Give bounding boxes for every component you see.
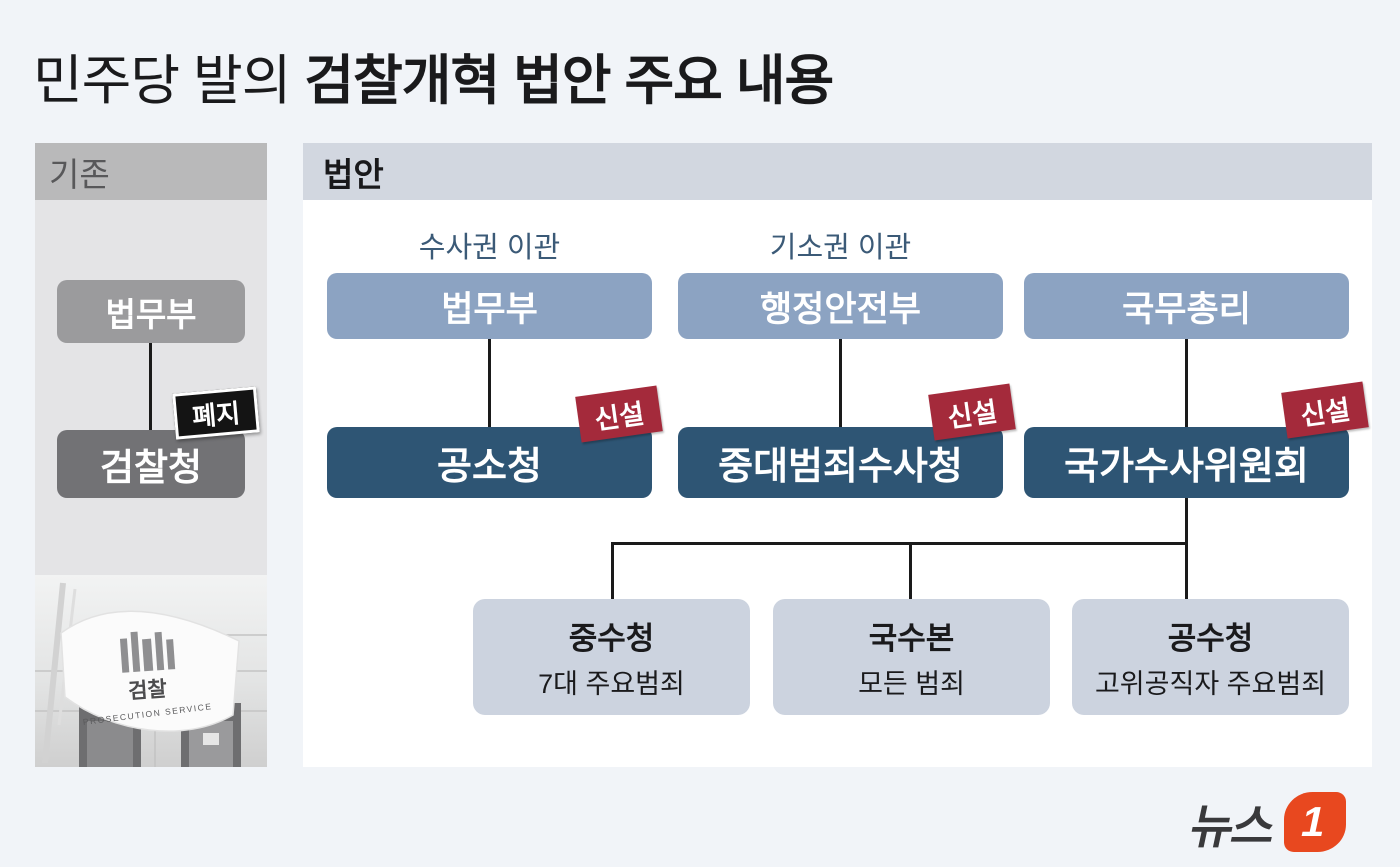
parent-org-box-interior: 행정안전부 [678,273,1003,339]
existing-child-org-box: 검찰청 [57,430,245,498]
new-org-box-national-investigation-committee: 국가수사위원회 [1024,427,1349,498]
page-title-emphasis: 검찰개혁 법안 주요 내용 [304,51,834,111]
existing-parent-org-box: 법무부 [57,280,245,343]
connector-line [611,542,614,599]
connector-line [488,339,491,427]
new-org-label-gongsocheong: 공소청 [437,446,542,488]
connector-line [1185,498,1188,599]
sub-org-box-gongsucheong: 공수청 고위공직자 주요범죄 [1072,599,1349,715]
new-stamp-label: 신설 [1298,394,1353,431]
news1-logo-text: 뉴스 [1185,799,1280,853]
flag-korean-label: 검찰 [127,678,167,704]
transfer-label-prosecution: 기소권 이관 [769,232,912,264]
connector-line [839,339,842,427]
connector-line [909,542,912,599]
existing-child-org-label: 검찰청 [99,447,203,488]
news1-logo: 뉴스 1 [1186,790,1347,854]
prosecution-flag-illustration: 검찰 PROSECUTION SERVICE [35,575,267,767]
sub-org-scope: 고위공직자 주요범죄 [1094,669,1327,699]
page-title: 민주당 발의 검찰개혁 법안 주요 내용 [33,36,834,115]
news1-logo-badge: 1 [1284,792,1347,852]
sub-org-name: 중수청 [568,621,655,656]
abolish-stamp-label: 폐지 [190,397,242,432]
news1-logo-number: 1 [1296,798,1331,845]
sub-org-box-jungsucheong: 중수청 7대 주요범죄 [473,599,750,715]
sub-org-name: 공수청 [1167,621,1254,656]
parent-org-box-prime-minister: 국무총리 [1024,273,1349,339]
abolish-stamp-badge: 폐지 [172,386,260,440]
new-org-label-national-investigation-committee: 국가수사위원회 [1064,446,1309,488]
bill-section-header: 법안 [303,143,1372,200]
parent-org-label-justice: 법무부 [441,289,538,329]
parent-org-box-justice: 법무부 [327,273,652,339]
parent-org-label-prime-minister: 국무총리 [1122,289,1251,329]
connector-line [1185,339,1188,427]
prosecution-flag-photo: 검찰 PROSECUTION SERVICE [35,575,267,767]
existing-section-header: 기존 [35,143,267,200]
connector-line [611,542,1188,545]
page-title-prefix: 민주당 발의 [33,51,305,111]
existing-section-label: 기존 [49,155,110,193]
parent-org-label-interior: 행정안전부 [759,289,921,329]
sub-org-scope: 7대 주요범죄 [538,669,685,699]
new-stamp-label: 신설 [945,396,1000,433]
new-stamp-label: 신설 [592,398,647,435]
sub-org-box-guksubon: 국수본 모든 범죄 [773,599,1050,715]
new-org-box-gongsocheong: 공소청 [327,427,652,498]
transfer-label-investigation: 수사권 이관 [418,232,561,264]
connector-line [149,343,152,430]
new-org-label-serious-crimes: 중대범죄수사청 [718,446,963,488]
new-org-box-serious-crimes: 중대범죄수사청 [678,427,1003,498]
existing-parent-org-label: 법무부 [105,295,197,333]
sub-org-scope: 모든 범죄 [858,669,965,699]
sub-org-name: 국수본 [868,621,955,656]
bill-section-label: 법안 [323,155,384,193]
